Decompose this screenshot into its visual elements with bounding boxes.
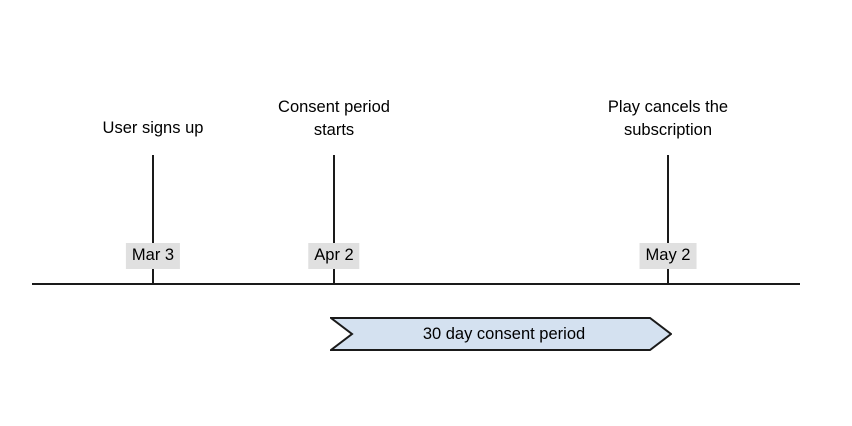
consent-period-banner-label: 30 day consent period [422,324,586,343]
event-date-chip-play-cancels: May 2 [639,243,697,269]
consent-period-banner-shape [330,317,672,351]
event-label-consent-start: Consent period starts [278,98,390,139]
timeline-axis [32,283,800,285]
event-date-chip-consent-start: Apr 2 [308,243,360,269]
consent-period-banner: 30 day consent period [330,317,672,351]
event-tick-consent-start [333,155,335,284]
event-tick-signup [152,155,154,284]
event-date-chip-signup: Mar 3 [125,243,181,269]
event-tick-play-cancels [667,155,669,284]
event-label-play-cancels: Play cancels the subscription [607,98,729,139]
event-label-signup: User signs up [102,119,204,137]
